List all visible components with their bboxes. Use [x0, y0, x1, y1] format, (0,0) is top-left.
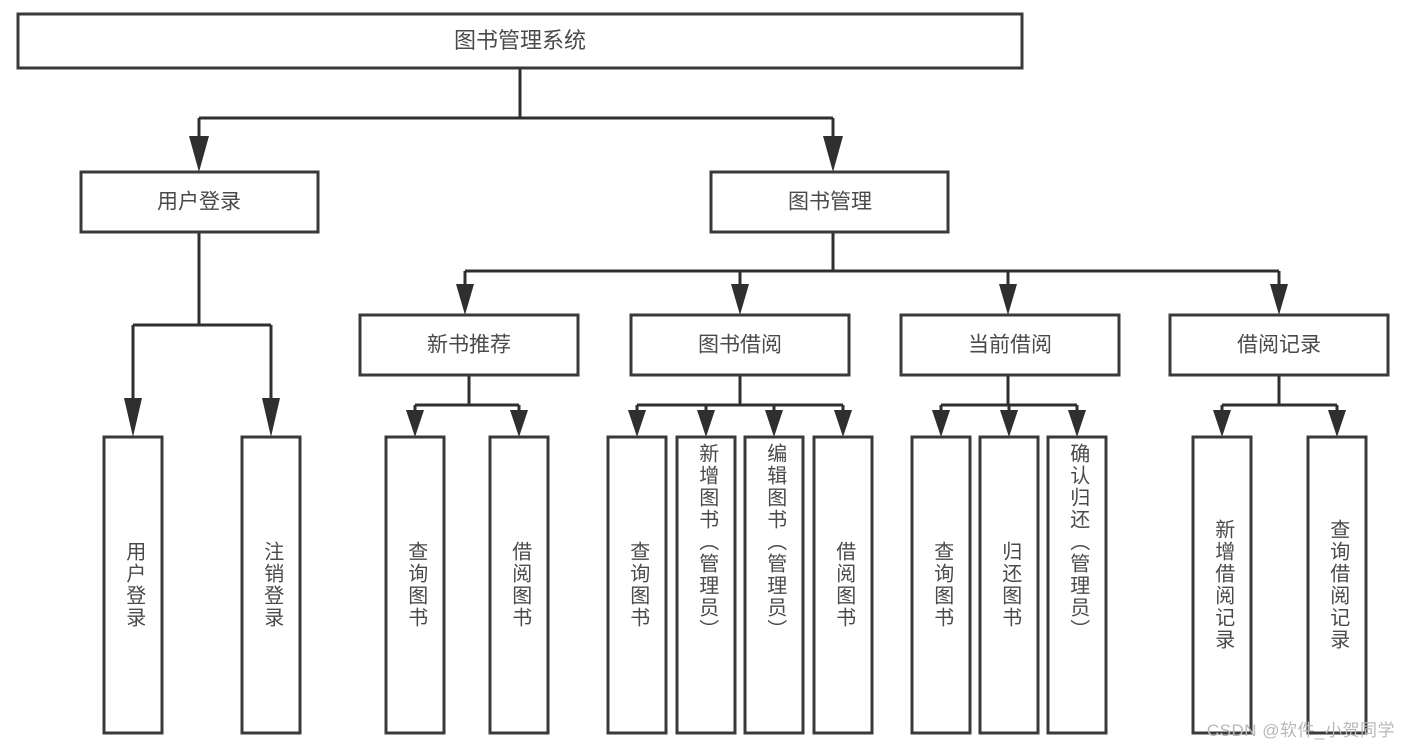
- node-root-label: 图书管理系统: [454, 28, 586, 53]
- leaf-box-current-borrow-1[interactable]: [978, 435, 1040, 735]
- leaf-box-new-book-1[interactable]: [488, 435, 550, 735]
- arrow-head-icon: [765, 410, 783, 437]
- node-book-management[interactable]: 图书管理: [709, 170, 950, 234]
- node-current-borrow[interactable]: 当前借阅: [899, 313, 1121, 377]
- arrow-head-icon: [731, 284, 749, 315]
- connector-bookborrow-to-leaves: [628, 375, 852, 437]
- connector-userlogin-to-leaves: [124, 232, 280, 437]
- connector-root-to-level2: [189, 68, 843, 172]
- node-book-management-label: 图书管理: [788, 191, 872, 214]
- node-borrow-record-box[interactable]: [1168, 313, 1390, 377]
- node-current-borrow-box[interactable]: [899, 313, 1121, 377]
- arrow-head-icon: [823, 136, 843, 172]
- node-user-login[interactable]: 用户登录: [79, 170, 320, 234]
- arrow-head-icon: [628, 410, 646, 437]
- connector-borrowrecord-to-leaves: [1213, 375, 1346, 437]
- leaf-box-book-borrow-1[interactable]: [675, 435, 737, 735]
- node-borrow-record-label: 借阅记录: [1237, 334, 1321, 357]
- leaf-box-borrow-record-0[interactable]: [1191, 435, 1253, 735]
- arrow-head-icon: [1213, 410, 1231, 437]
- connector-currentborrow-to-leaves: [932, 375, 1086, 437]
- arrow-head-icon: [1068, 410, 1086, 437]
- node-root-box[interactable]: [16, 12, 1024, 70]
- connector-bookmgmt-to-level3: [456, 232, 1288, 315]
- arrow-head-icon: [189, 136, 209, 172]
- arrow-head-icon: [1000, 410, 1018, 437]
- arrow-head-icon: [1328, 410, 1346, 437]
- leaf-box-user-login-1[interactable]: [240, 435, 302, 735]
- arrow-head-icon: [406, 410, 424, 437]
- node-book-borrow-box[interactable]: [629, 313, 851, 377]
- node-root[interactable]: 图书管理系统: [16, 12, 1024, 70]
- connector-newbook-to-leaves: [406, 375, 528, 437]
- leaf-box-new-book-0[interactable]: [384, 435, 446, 735]
- arrow-head-icon: [456, 284, 474, 315]
- node-book-management-box[interactable]: [709, 170, 950, 234]
- arrow-head-icon: [697, 410, 715, 437]
- leaf-box-current-borrow-0[interactable]: [910, 435, 972, 735]
- leaf-box-book-borrow-2[interactable]: [743, 435, 805, 735]
- arrow-head-icon: [124, 398, 142, 437]
- node-user-login-label: 用户登录: [157, 191, 241, 214]
- leaf-box-current-borrow-2[interactable]: [1046, 435, 1108, 735]
- node-book-borrow-label: 图书借阅: [698, 334, 782, 357]
- watermark: CSDN @软件_小贺同学: [1206, 721, 1395, 740]
- node-new-book-recommend-label: 新书推荐: [427, 334, 511, 357]
- arrow-head-icon: [834, 410, 852, 437]
- leaf-box-borrow-record-1[interactable]: [1306, 435, 1368, 735]
- leaf-box-user-login-0[interactable]: [102, 435, 164, 735]
- node-user-login-box[interactable]: [79, 170, 320, 234]
- node-new-book-recommend[interactable]: 新书推荐: [358, 313, 580, 377]
- leaf-box-book-borrow-0[interactable]: [606, 435, 668, 735]
- arrow-head-icon: [262, 398, 280, 437]
- node-borrow-record[interactable]: 借阅记录: [1168, 313, 1390, 377]
- node-current-borrow-label: 当前借阅: [968, 334, 1052, 357]
- arrow-head-icon: [510, 410, 528, 437]
- arrow-head-icon: [999, 284, 1017, 315]
- arrow-head-icon: [1270, 284, 1288, 315]
- node-book-borrow[interactable]: 图书借阅: [629, 313, 851, 377]
- leaf-box-book-borrow-3[interactable]: [812, 435, 874, 735]
- arrow-head-icon: [932, 410, 950, 437]
- node-new-book-recommend-box[interactable]: [358, 313, 580, 377]
